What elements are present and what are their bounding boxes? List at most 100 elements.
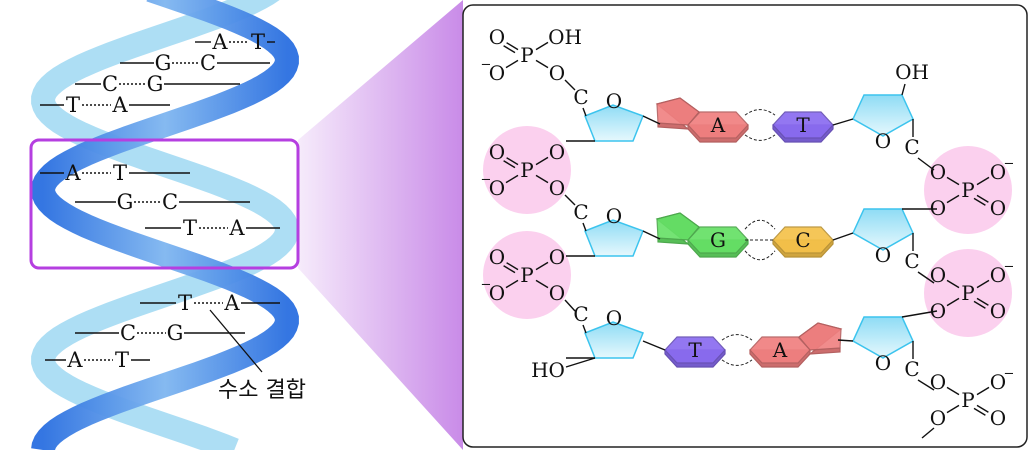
hydrogen-bond [744,109,776,116]
oxygen-atom: O [990,160,1006,184]
carbon-atom: C [573,302,588,326]
bond-line [582,107,587,117]
single-bond [946,404,960,414]
single-bond [535,261,549,271]
oxygen-atom: O [489,140,505,164]
double-bond [506,42,519,51]
single-bond [535,279,549,289]
oxygen-atom: O [990,263,1006,287]
base-T: T [183,216,197,240]
double-helix [30,0,300,450]
bond-line [832,232,854,241]
bond-line [582,222,587,232]
negative-charge: − [481,278,492,293]
bond-line [564,299,576,312]
bond-line [564,194,576,206]
oxygen-atom: O [990,299,1006,323]
strand-backbone-1 [31,0,300,450]
single-bond [946,279,960,289]
oxygen-atom: O [990,406,1006,430]
single-bond [535,41,549,51]
base-ring [749,336,811,364]
deoxyribose-sugar: OC [566,85,644,142]
base-G: G [147,72,164,96]
oxygen-atom: O [930,299,946,323]
negative-charge: − [1004,367,1015,382]
oxygen-atom: O [549,281,565,305]
bond-line [565,357,596,368]
base-A: A [111,93,128,117]
oxygen-atom: O [930,370,946,394]
bond-line [564,79,576,91]
hydroxyl-group: HO [531,358,565,382]
oxygen-atom: O [930,196,946,220]
carbon-atom: C [904,357,919,381]
sugar-ring [584,219,644,257]
bond-line [917,271,935,284]
hydrogen-bonds [721,334,753,366]
sugar-ring [852,94,914,137]
sugar-ring [852,208,914,251]
base-A: A [228,216,245,240]
nucleobase-G: G [655,212,749,258]
phosphorus-atom: P [961,281,974,305]
base-ring [687,111,749,139]
oxygen-atom: O [990,196,1006,220]
ring-oxygen: O [606,89,622,113]
double-bond [506,157,519,166]
carbon-atom: C [904,249,919,273]
hydrogen-bonds [744,219,776,261]
hydrogen-bond [744,134,776,141]
double-bond [503,45,516,54]
hydroxyl-group: OH [548,25,582,49]
double-bond [976,404,989,413]
oxygen-atom: O [930,160,946,184]
deoxyribose-sugar: OC [566,200,644,257]
hydrogen-bond [721,359,753,366]
single-bond [946,176,960,186]
oxygen-atom: O [489,281,505,305]
nucleobase-C: C [772,226,834,258]
oxygen-atom: O [489,245,505,269]
oxygen-atom: O [489,176,505,200]
oxygen-atom: O [930,263,946,287]
double-bond [503,160,516,169]
base-T: T [66,93,80,117]
single-bond [535,174,549,184]
base-A: A [64,161,81,185]
single-bond [505,174,519,184]
oxygen-atom: O [930,406,946,430]
deoxyribose-sugar: OC [566,302,644,359]
bond-line [901,83,906,96]
bond-line [582,324,587,334]
bond-line [917,157,935,171]
phosphate-highlight-circle [924,249,1012,337]
oxygen-atom: O [549,140,565,164]
phosphorus-atom: P [961,388,974,412]
phosphate-highlight-circle [483,126,571,214]
double-bond [976,297,989,306]
phosphate-highlight-circle [483,231,571,319]
ring-oxygen: O [875,351,891,375]
negative-charge: − [481,173,492,188]
negative-charge: − [1004,157,1015,172]
zoom-wedge [298,0,463,450]
base-letter-A: A [710,113,726,137]
double-bond [976,194,989,203]
oxygen-atom: O [549,245,565,269]
negative-charge: − [481,58,492,73]
hydroxyl-group: OH [895,60,929,84]
hydrogen-bond-label: 수소 결합 [218,378,306,403]
single-bond [976,386,990,396]
sugar-ring [584,321,644,359]
